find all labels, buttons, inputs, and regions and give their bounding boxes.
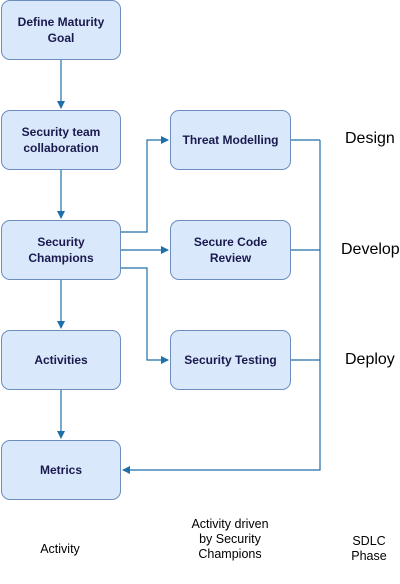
phase-develop: Develop [341,241,400,258]
node-activities: Activities [1,330,121,390]
node-define-maturity-goal: Define Maturity Goal [1,0,121,60]
arrow-bus-to-metrics [122,140,321,474]
node-security-champions: Security Champions [1,220,121,280]
arrow-champions-to-testing [121,267,169,364]
column-label-sdlc-phase: SDLC Phase [351,534,387,563]
column-label-activity: Activity [40,542,80,556]
node-security-team-collaboration: Security team collaboration [1,110,121,170]
phase-design: Design [345,130,395,147]
node-security-testing: Security Testing [170,330,291,390]
node-threat-modelling: Threat Modelling [170,110,291,170]
node-metrics: Metrics [1,440,121,500]
arrow-champions-to-threat [121,136,169,233]
node-secure-code-review: Secure Code Review [170,220,291,280]
column-label-activity-driven: Activity driven by Security Champions [191,517,269,561]
phase-deploy: Deploy [345,351,395,368]
